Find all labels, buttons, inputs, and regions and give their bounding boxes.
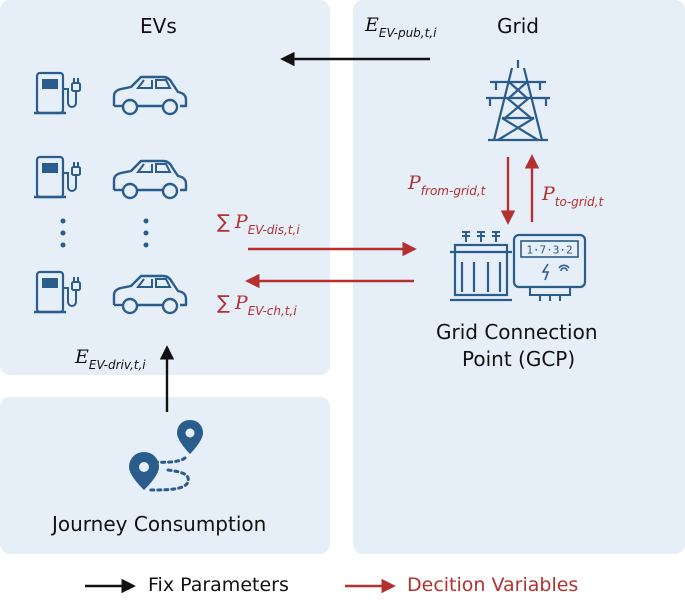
map-route-icon <box>129 420 203 492</box>
charging-station-icon-2 <box>32 155 82 199</box>
vertical-ellipsis-2 <box>143 218 149 248</box>
gcp-title-line1: Grid Connection <box>436 320 598 344</box>
label-e-pub: EEV-pub,t,i <box>365 14 437 40</box>
car-icon-1 <box>112 75 188 116</box>
transmission-tower-icon <box>486 60 550 142</box>
legend-fixed-label: Fix Parameters <box>148 574 289 596</box>
meter-digits: 1·7·3·2 <box>526 244 572 257</box>
car-icon-3 <box>112 274 188 315</box>
charging-station-icon-3 <box>32 270 82 314</box>
label-p-ch: ∑ PEV-ch,t,i <box>217 292 297 318</box>
label-p-dis: ∑ PEV-dis,t,i <box>217 211 300 237</box>
label-p-to-grid: Pto-grid,t <box>542 183 604 209</box>
vertical-ellipsis-1 <box>60 218 66 248</box>
label-e-driv: EEV-driv,t,i <box>75 346 146 372</box>
charging-station-icon-1 <box>32 71 82 115</box>
transformer-icon <box>450 231 512 302</box>
evs-title: EVs <box>140 14 177 38</box>
car-icon-2 <box>112 159 188 200</box>
legend-decision-label: Decition Variables <box>407 574 579 596</box>
smart-meter-icon <box>512 233 587 301</box>
gcp-title-line2: Point (GCP) <box>462 347 576 371</box>
grid-title: Grid <box>497 14 539 38</box>
journey-title: Journey Consumption <box>52 512 267 536</box>
journey-panel <box>0 397 330 554</box>
label-p-from-grid: Pfrom-grid,t <box>408 172 486 198</box>
